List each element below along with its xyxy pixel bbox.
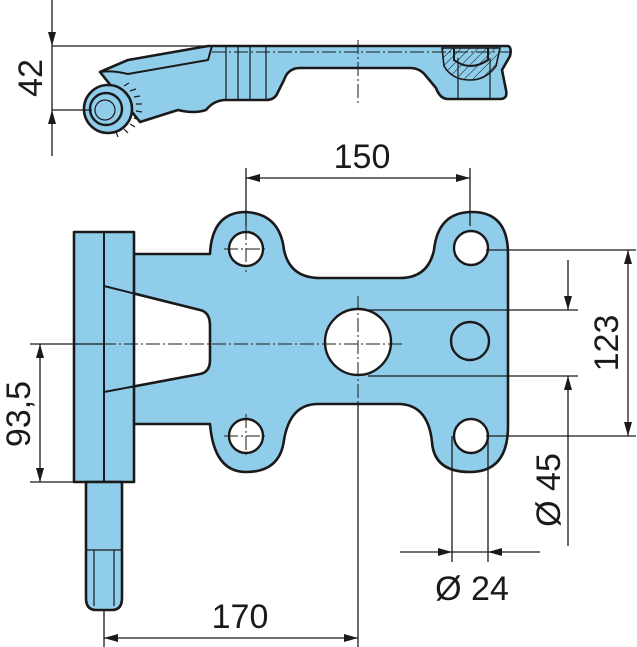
side-view-section-groove [453,48,489,67]
dimension-pin-to-center-label: 170 [212,598,269,636]
front-view-hole-top-right [452,229,490,267]
dimension-hole-spacing-vertical: 123 [486,249,636,437]
side-view-section [441,47,501,81]
front-view-web-lower [103,373,201,393]
front-view-hole-bottom-right [452,417,490,455]
front-view-plate [102,210,510,474]
dimension-thickness: 42 [12,0,212,156]
side-view-pivot-core [94,99,116,121]
front-view-web-upper [103,285,201,311]
front-view-blind-hole [449,320,491,362]
dimension-hole-spacing-horizontal: 150 [245,138,471,226]
side-view-arm [98,44,512,124]
front-view-pin-stem [84,480,124,612]
side-view-teeth [115,82,143,138]
dimension-bore-diameter: Ø 45 [368,260,578,546]
dimension-bore-diameter-label: Ø 45 [530,453,568,527]
front-view [36,210,510,612]
dimension-hole-spacing-horizontal-label: 150 [334,138,391,176]
dimension-thickness-label: 42 [12,59,50,97]
dimension-pin-height-label: 93,5 [0,381,38,447]
side-view [82,40,512,138]
dimension-pin-to-center: 170 [103,404,359,647]
side-view-arm-edge [99,45,213,76]
dimension-hole-diameter: Ø 24 [400,436,540,608]
dimension-pin-height: 93,5 [0,343,104,483]
dimension-hole-diameter-label: Ø 24 [435,570,509,608]
dimension-hole-spacing-vertical-label: 123 [588,315,626,372]
